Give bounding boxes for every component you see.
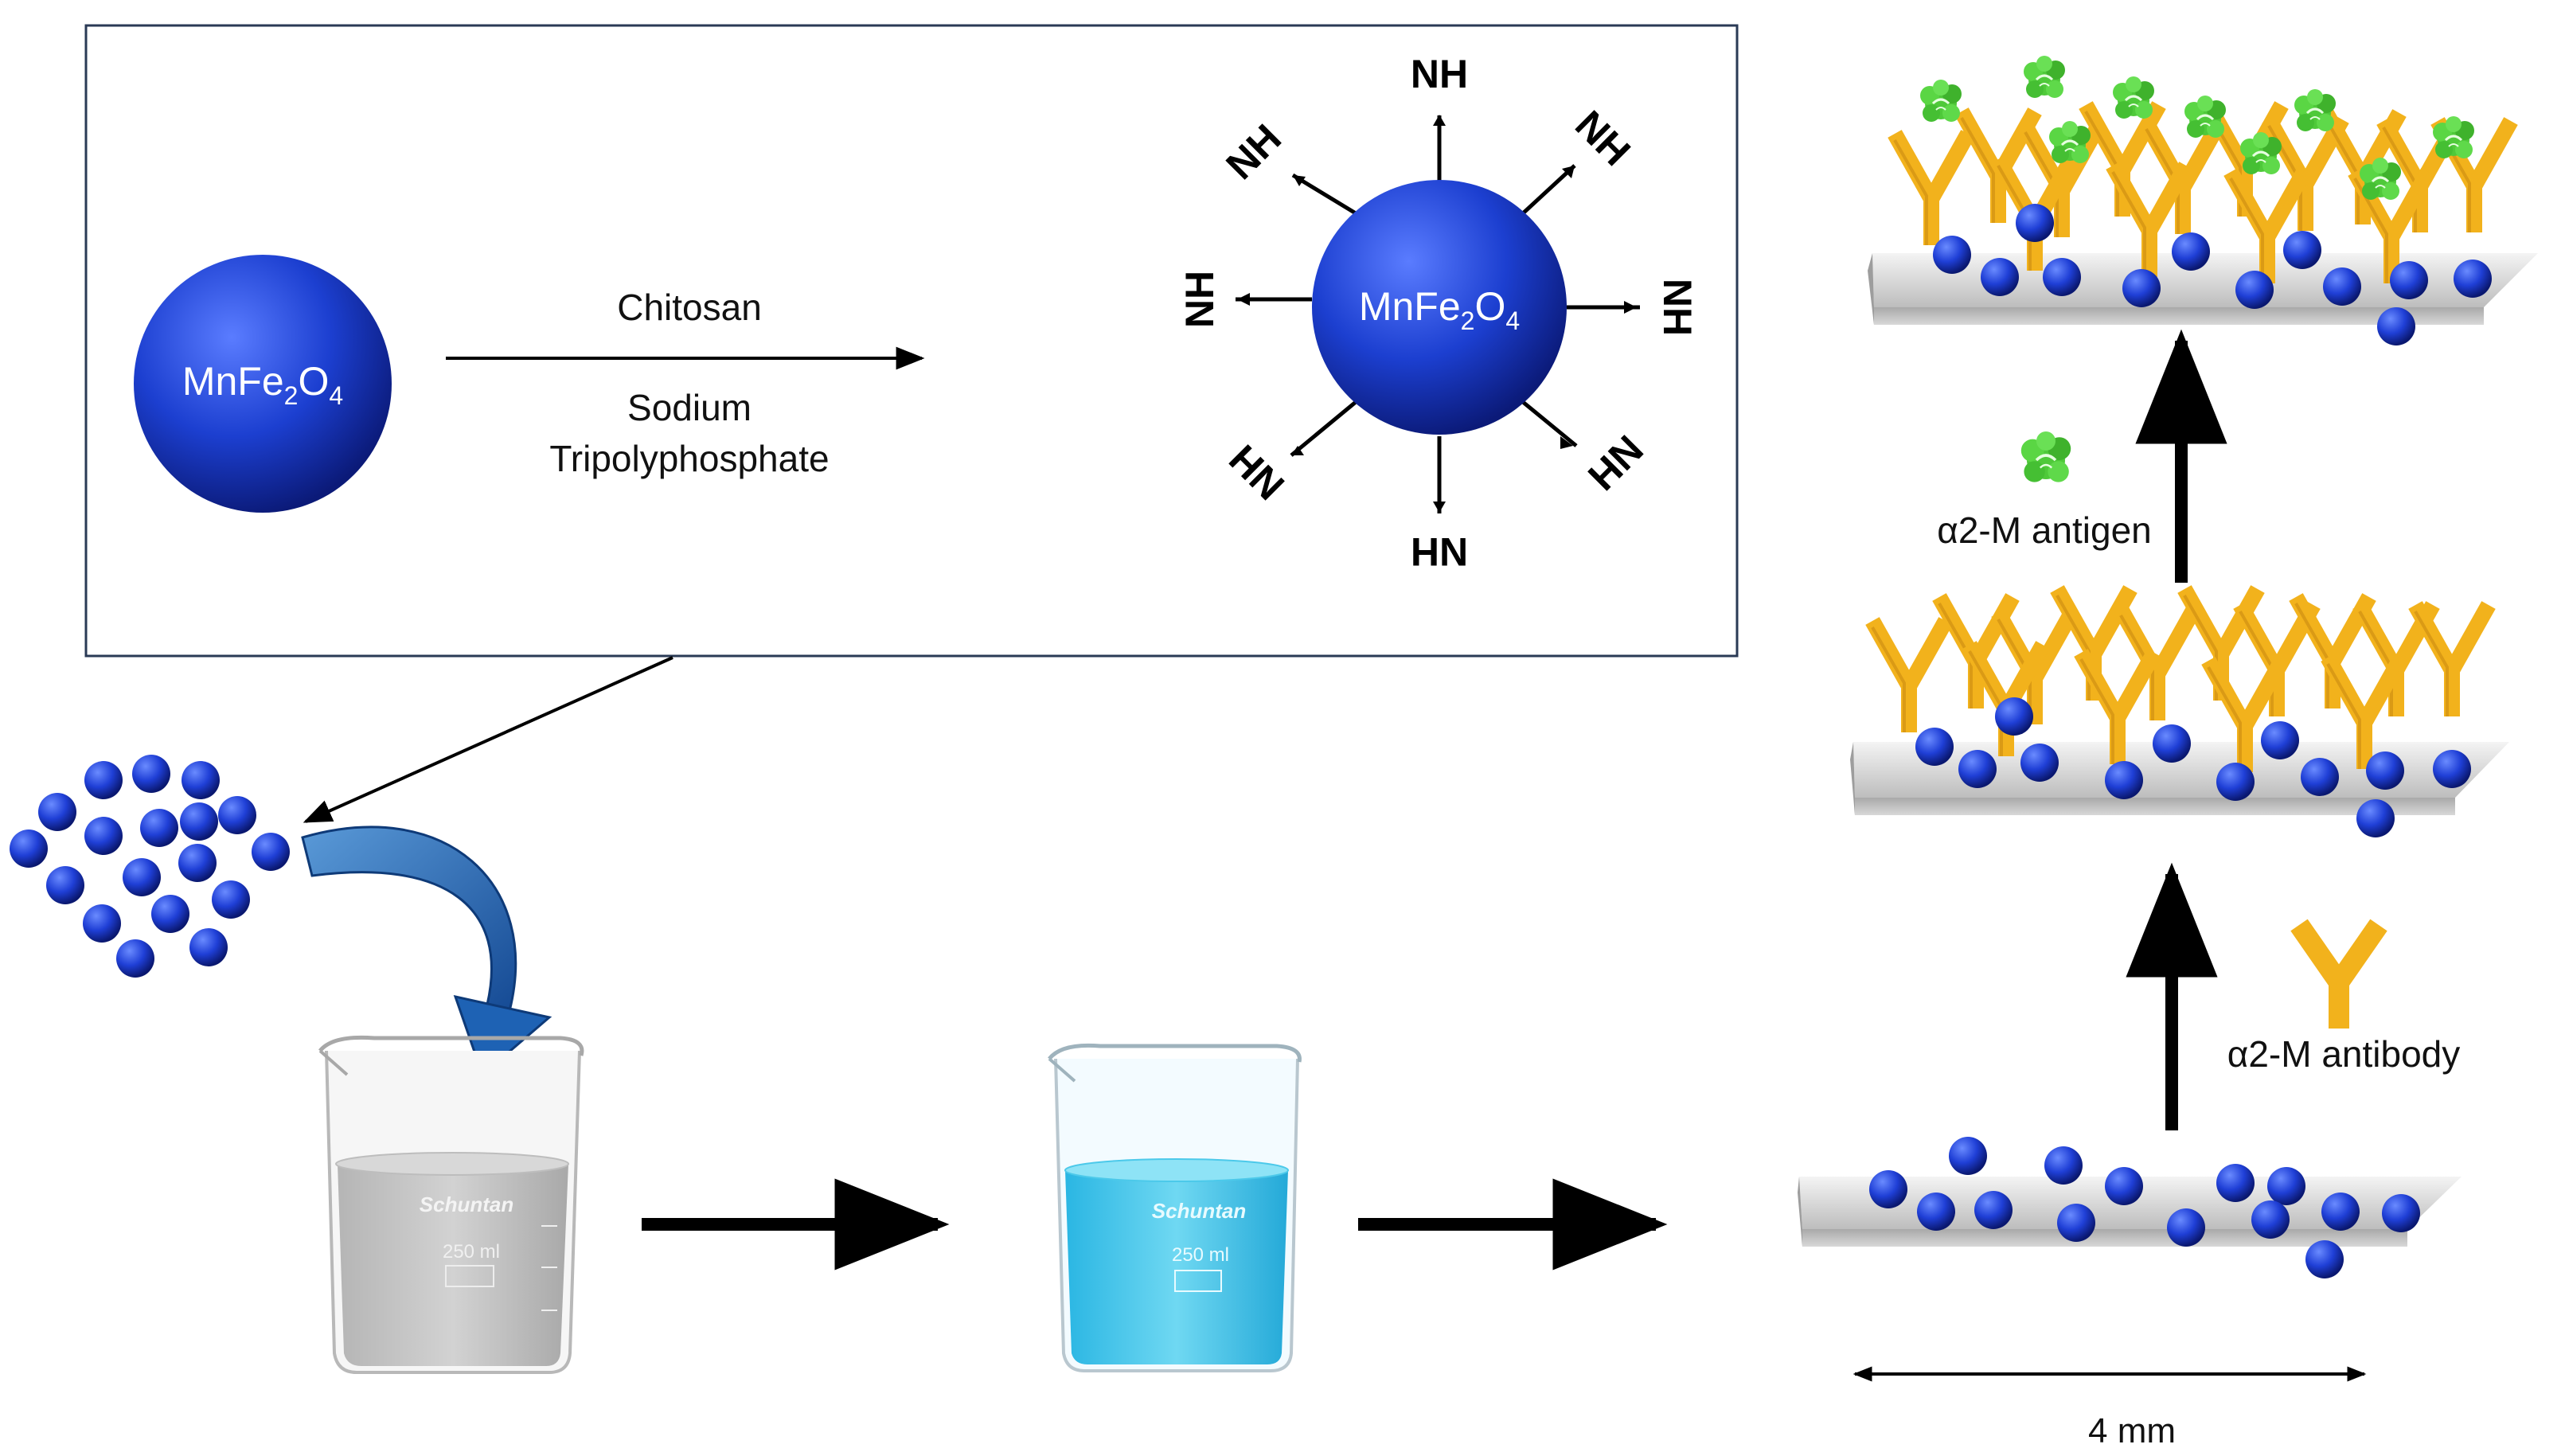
particle2-sub-1: 2 bbox=[1461, 306, 1475, 335]
spoke-ticks bbox=[1237, 115, 1637, 513]
beaker-blue: Schuntan 250 ml bbox=[1048, 1043, 1302, 1372]
slide-bare bbox=[1798, 1137, 2462, 1278]
reagent-chitosan: Chitosan bbox=[617, 287, 762, 328]
bare-particle: MnFe2O4 bbox=[134, 255, 392, 513]
particle-sub-1: 2 bbox=[284, 381, 299, 410]
slide-antibody bbox=[1850, 589, 2509, 837]
reagent-sodium: Sodium bbox=[627, 387, 752, 428]
particle-name-mid: O bbox=[298, 359, 329, 404]
beaker-clear: Schuntan 250 ml bbox=[318, 1035, 584, 1374]
antigen-label: α2-M antigen bbox=[1937, 509, 2152, 551]
amine-label-top: NH bbox=[1411, 52, 1468, 96]
antibody-label: α2-M antibody bbox=[2227, 1033, 2461, 1075]
beaker-clear-volume: 250 ml bbox=[443, 1241, 500, 1263]
box-to-cluster-arrow bbox=[303, 656, 673, 823]
amine-label-left: NH bbox=[1177, 271, 1222, 328]
scale-label: 4 mm bbox=[2088, 1411, 2176, 1450]
beaker-blue-volume: 250 ml bbox=[1172, 1244, 1229, 1266]
amine-label-bottom: NH bbox=[1411, 529, 1468, 574]
particle2-sub-2: 4 bbox=[1505, 306, 1520, 335]
particle-name-main: MnFe bbox=[182, 359, 284, 404]
svg-text:MnFe2O4: MnFe2O4 bbox=[1359, 284, 1520, 335]
particle2-name-main: MnFe bbox=[1359, 284, 1461, 329]
beaker-blue-brand: Schuntan bbox=[1152, 1199, 1246, 1223]
reagent-tripolyphosphate: Tripolyphosphate bbox=[549, 438, 829, 479]
amine-label-right: NH bbox=[1655, 279, 1700, 336]
particle-sub-2: 4 bbox=[329, 381, 343, 410]
particle2-name-mid: O bbox=[1474, 284, 1505, 329]
nanoparticle-cluster bbox=[10, 755, 290, 978]
antibody-legend-icon bbox=[2290, 919, 2387, 1029]
svg-text:MnFe2O4: MnFe2O4 bbox=[182, 359, 343, 410]
antigen-legend-icon bbox=[2020, 430, 2072, 484]
beaker-clear-brand: Schuntan bbox=[420, 1193, 513, 1216]
slide-antigen bbox=[1868, 54, 2538, 345]
